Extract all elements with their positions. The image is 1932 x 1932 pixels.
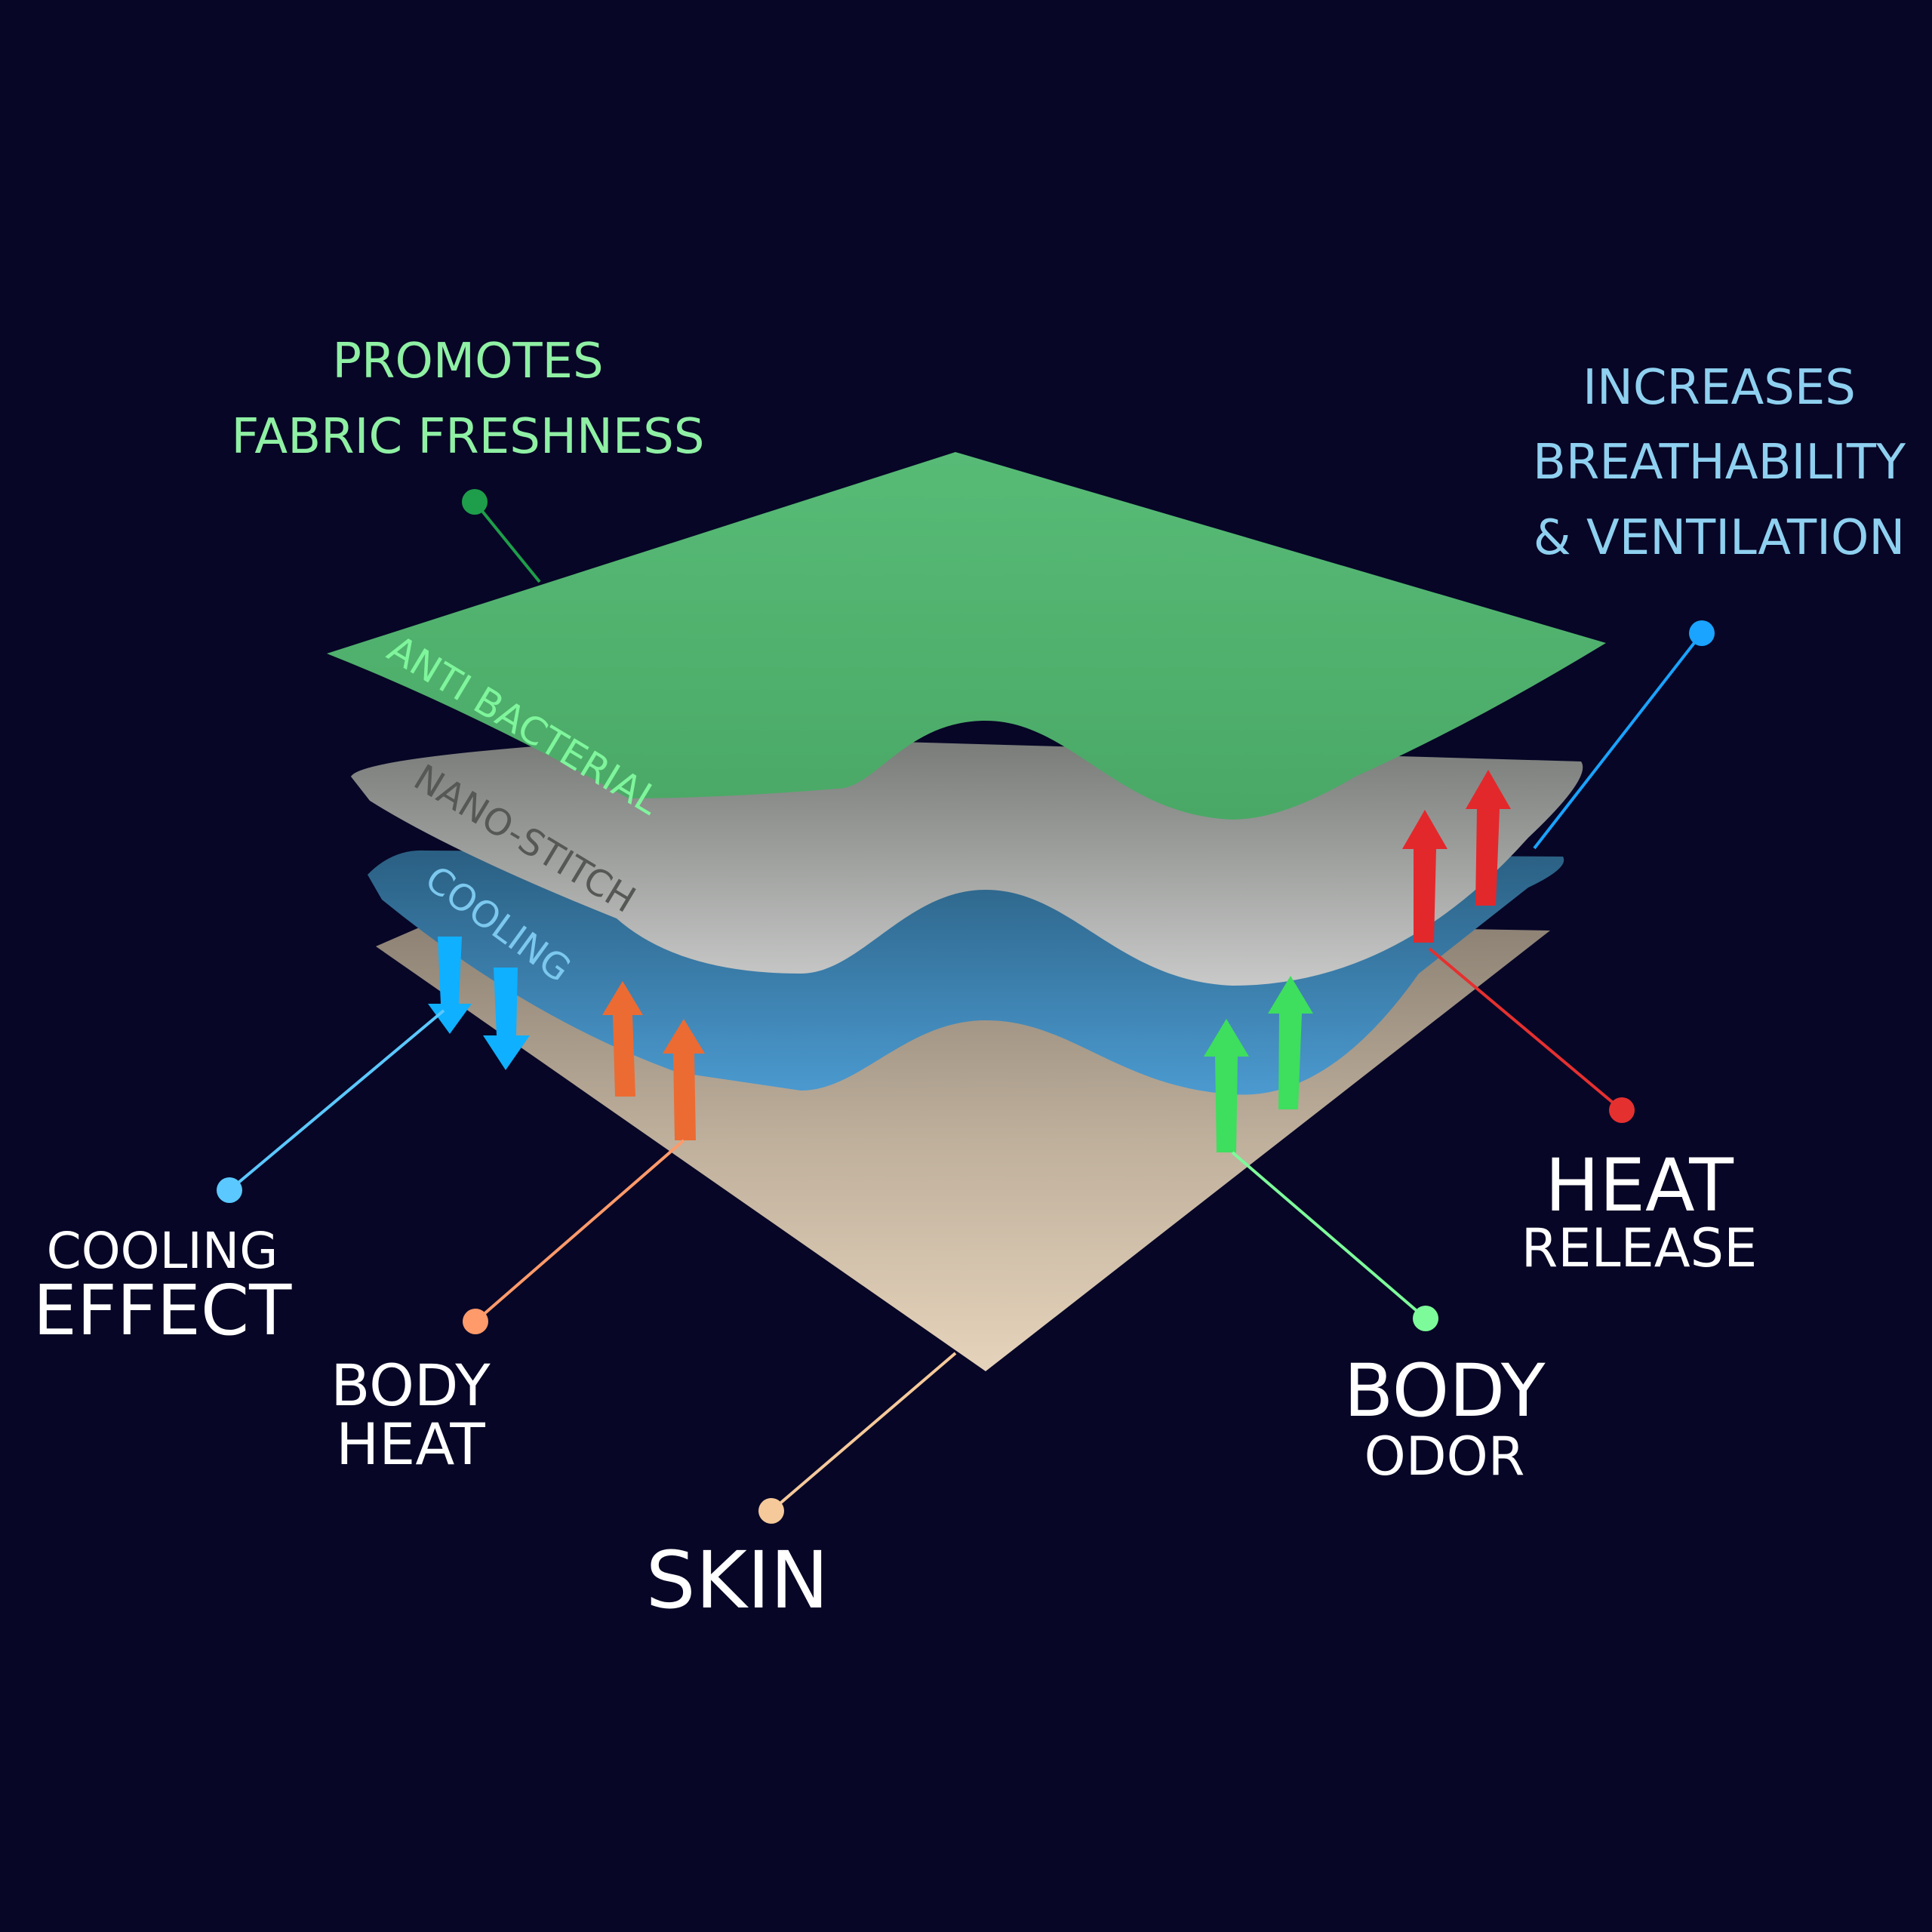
callout-text: HEAT xyxy=(1545,1143,1734,1228)
callout-cooling-effect-pointer xyxy=(217,1009,445,1203)
arrow-up-icon xyxy=(663,1019,705,1140)
heat-release-arrows xyxy=(1402,770,1511,943)
arrow-up-icon xyxy=(602,981,643,1097)
callout-body-odor: BODY ODOR xyxy=(1343,1349,1545,1487)
callout-cooling-effect: COOLING EFFECT xyxy=(33,1222,292,1351)
callout-freshness: PROMOTES FABRIC FRESHNESS xyxy=(231,334,704,465)
arrow-up-icon xyxy=(1466,770,1511,906)
callout-text: BODY xyxy=(1343,1349,1545,1433)
callout-text: RELEASE xyxy=(1521,1217,1758,1279)
arrow-down-icon xyxy=(483,968,530,1070)
callout-text: FABRIC FRESHNESS xyxy=(231,409,704,465)
callout-text: HEAT xyxy=(336,1411,485,1478)
callout-body-heat: BODY HEAT xyxy=(331,1352,491,1478)
callout-skin: SKIN xyxy=(646,1534,829,1626)
callout-breathability-pointer xyxy=(1533,620,1715,850)
arrow-up-icon xyxy=(1204,1019,1249,1152)
callout-body-odor-pointer xyxy=(1231,1151,1438,1331)
callout-text: COOLING xyxy=(47,1222,278,1280)
body-odor-arrows xyxy=(1204,976,1313,1152)
arrow-up-icon xyxy=(1268,976,1313,1109)
callout-text: SKIN xyxy=(646,1534,829,1626)
callout-skin-pointer xyxy=(758,1352,957,1524)
callout-text: BREATHABILITY xyxy=(1533,435,1906,491)
cooling-arrows xyxy=(428,937,530,1070)
callout-heat-release: HEAT RELEASE xyxy=(1521,1143,1758,1279)
callout-body-heat-pointer xyxy=(463,1139,685,1334)
callout-text: ODOR xyxy=(1364,1426,1525,1487)
callout-text: PROMOTES xyxy=(332,334,603,389)
callout-text: & VENTILATION xyxy=(1534,510,1905,566)
anti-bacterial-layer xyxy=(327,452,1606,820)
arrow-up-icon xyxy=(1402,810,1447,943)
body-heat-arrows xyxy=(602,981,705,1140)
callout-heat-release-pointer xyxy=(1428,947,1635,1123)
callout-text: EFFECT xyxy=(33,1270,292,1351)
callout-text: BODY xyxy=(331,1352,491,1419)
callout-text: INCREASES xyxy=(1583,360,1856,416)
callout-breathability: INCREASES BREATHABILITY & VENTILATION xyxy=(1533,360,1906,566)
arrow-down-icon xyxy=(428,937,472,1034)
callout-freshness-pointer xyxy=(462,489,541,583)
